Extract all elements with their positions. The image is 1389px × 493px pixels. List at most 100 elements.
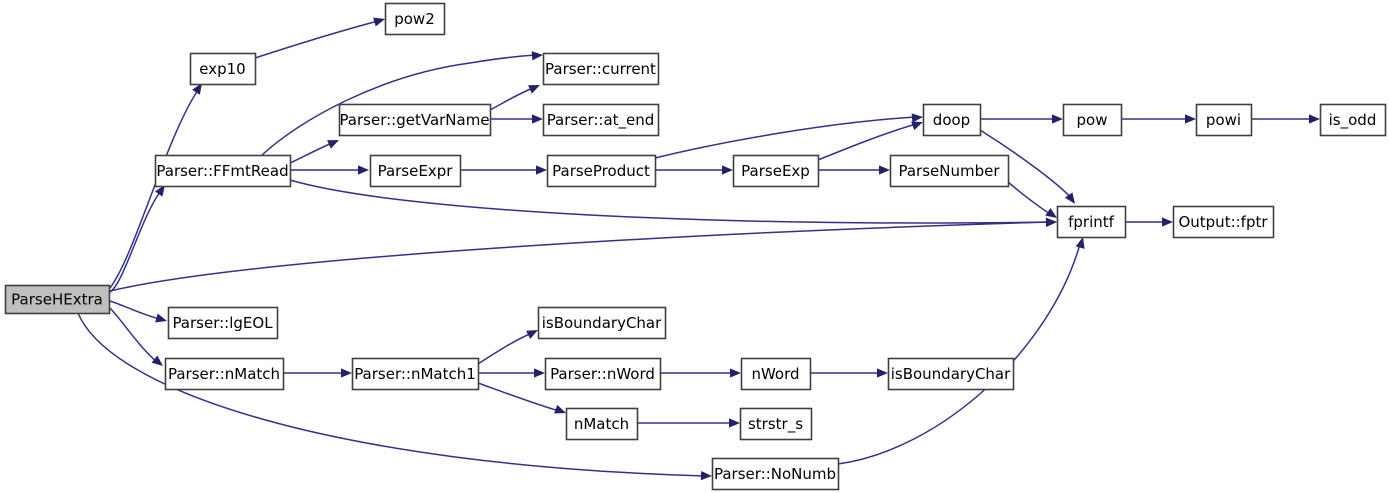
edge-n0-to-n15 xyxy=(109,217,1057,292)
arrowhead-icon xyxy=(1075,237,1085,249)
arrowhead-icon xyxy=(373,17,385,27)
node-box[interactable] xyxy=(164,357,285,391)
node-box[interactable] xyxy=(351,357,480,391)
edge-n3-to-n5 xyxy=(261,51,543,156)
edge-n21-to-n22 xyxy=(660,368,741,378)
node-parseexpr[interactable]: ParseExpr xyxy=(369,154,462,188)
arrowhead-icon xyxy=(327,140,339,149)
arrowhead-icon xyxy=(1064,192,1075,204)
node-parser-nmatch[interactable]: Parser::nMatch xyxy=(164,357,285,391)
arrowhead-icon xyxy=(155,313,167,323)
node-strstr-s[interactable]: strstr_s xyxy=(739,407,813,441)
node-parseexp[interactable]: ParseExp xyxy=(732,154,820,188)
arrowhead-icon xyxy=(879,165,890,175)
edge-n10-to-n15 xyxy=(1007,181,1057,218)
node-box[interactable] xyxy=(384,2,446,36)
node-pow[interactable]: pow xyxy=(1062,103,1123,137)
node-box[interactable] xyxy=(732,154,820,188)
arrowhead-icon xyxy=(534,368,545,378)
node-box[interactable] xyxy=(537,306,667,340)
node-box[interactable] xyxy=(546,154,657,188)
arrowhead-icon xyxy=(730,368,741,378)
node-box[interactable] xyxy=(739,407,813,441)
node-box[interactable] xyxy=(4,284,111,315)
arrowhead-icon xyxy=(341,368,352,378)
nodes-layer: ParseHExtraexp10pow2Parser::FFmtReadPars… xyxy=(4,2,1387,491)
edge-n19-to-n21 xyxy=(478,368,545,378)
node-nword[interactable]: nWord xyxy=(740,357,812,391)
node-parser-at-end[interactable]: Parser::at_end xyxy=(542,103,660,137)
edge-n3-to-n15 xyxy=(289,179,1057,227)
node-parser-ffmtread[interactable]: Parser::FFmtRead xyxy=(154,154,292,188)
arrowhead-icon xyxy=(1309,114,1320,124)
edge-n0-to-n26 xyxy=(77,312,712,481)
node-pow2[interactable]: pow2 xyxy=(384,2,446,36)
node-box[interactable] xyxy=(889,154,1010,188)
edge-n11-to-n12 xyxy=(980,114,1063,124)
node-box[interactable] xyxy=(542,52,660,86)
edge-n15-to-n16 xyxy=(1125,217,1173,227)
arrowhead-icon xyxy=(1045,217,1057,227)
node-box[interactable] xyxy=(189,52,257,86)
edge-n0-to-n1 xyxy=(109,83,202,289)
node-box[interactable] xyxy=(1056,205,1127,239)
node-parser-nmatch1[interactable]: Parser::nMatch1 xyxy=(351,357,480,391)
edge-n0-to-n17 xyxy=(109,300,167,323)
node-box[interactable] xyxy=(542,103,660,137)
node-output-fptr[interactable]: Output::fptr xyxy=(1172,205,1275,239)
node-box[interactable] xyxy=(1062,103,1123,137)
edge-n9-to-n10 xyxy=(818,165,890,175)
edge-n13-to-n14 xyxy=(1251,114,1320,124)
edge-n4-to-n5 xyxy=(489,85,540,111)
edge-n1-to-n2 xyxy=(254,17,385,59)
node-box[interactable] xyxy=(369,154,462,188)
node-parser-lgeol[interactable]: Parser::lgEOL xyxy=(167,306,279,340)
node-parser-getvarname[interactable]: Parser::getVarName xyxy=(338,103,492,137)
node-exp10[interactable]: exp10 xyxy=(189,52,257,86)
node-box[interactable] xyxy=(154,154,292,188)
node-is-odd[interactable]: is_odd xyxy=(1319,103,1387,137)
node-isboundarychar[interactable]: isBoundaryChar xyxy=(537,306,667,340)
edge-n22-to-n23 xyxy=(810,368,888,378)
node-parseproduct[interactable]: ParseProduct xyxy=(546,154,657,188)
edge-n18-to-n19 xyxy=(283,368,352,378)
edge-n9-to-n11 xyxy=(817,121,923,161)
node-parsehextra[interactable]: ParseHExtra xyxy=(4,284,111,315)
node-box[interactable] xyxy=(1195,103,1253,137)
node-parser-current[interactable]: Parser::current xyxy=(542,52,660,86)
node-box[interactable] xyxy=(711,457,840,491)
node-box[interactable] xyxy=(1172,205,1275,239)
node-box[interactable] xyxy=(922,103,982,137)
edge-n4-to-n6 xyxy=(490,114,543,124)
node-box[interactable] xyxy=(887,357,1015,391)
node-parsenumber[interactable]: ParseNumber xyxy=(889,154,1010,188)
node-box[interactable] xyxy=(167,306,279,340)
edge-n24-to-n25 xyxy=(637,418,740,428)
arrowhead-icon xyxy=(531,51,543,61)
node-doop[interactable]: doop xyxy=(922,103,982,137)
arrowhead-icon xyxy=(1162,217,1173,227)
node-box[interactable] xyxy=(740,357,812,391)
node-box[interactable] xyxy=(1319,103,1387,137)
arrowhead-icon xyxy=(536,165,547,175)
edge-n3-to-n7 xyxy=(290,165,369,175)
arrowhead-icon xyxy=(526,330,538,339)
node-isboundarychar[interactable]: isBoundaryChar xyxy=(887,357,1015,391)
node-box[interactable] xyxy=(544,357,662,391)
edge-n8-to-n9 xyxy=(655,165,733,175)
node-nmatch[interactable]: nMatch xyxy=(565,407,639,441)
node-parser-nonumb[interactable]: Parser::NoNumb xyxy=(711,457,840,491)
node-parser-nword[interactable]: Parser::nWord xyxy=(544,357,662,391)
edge-n8-to-n11 xyxy=(654,113,923,159)
edge-n12-to-n13 xyxy=(1121,114,1196,124)
arrowhead-icon xyxy=(154,185,165,197)
arrowhead-icon xyxy=(554,404,566,414)
node-powi[interactable]: powi xyxy=(1195,103,1253,137)
arrowhead-icon xyxy=(358,165,369,175)
node-box[interactable] xyxy=(565,407,639,441)
arrowhead-icon xyxy=(151,355,163,366)
edge-n19-to-n20 xyxy=(477,330,538,365)
node-fprintf[interactable]: fprintf xyxy=(1056,205,1127,239)
node-box[interactable] xyxy=(338,103,492,137)
